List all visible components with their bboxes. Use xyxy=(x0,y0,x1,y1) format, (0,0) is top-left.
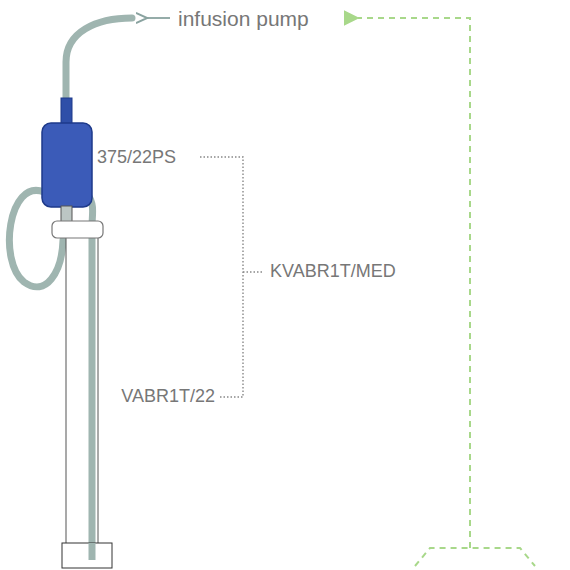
leader-line xyxy=(243,271,264,272)
bracket-leader xyxy=(200,157,243,397)
connector xyxy=(61,206,72,222)
tube xyxy=(89,543,96,560)
stand-foot xyxy=(415,548,535,566)
device-label: infusion pump xyxy=(178,6,309,31)
connector xyxy=(61,98,72,124)
dashed-arrow xyxy=(358,18,470,548)
clamp xyxy=(52,221,103,238)
part-number: VABR1T/22 xyxy=(121,386,215,408)
tube xyxy=(88,195,93,558)
part-number: 375/22PS xyxy=(97,147,176,169)
kit-number: KVABR1T/MED xyxy=(270,261,396,283)
tube xyxy=(66,18,132,102)
direction-arrow xyxy=(146,17,170,19)
transducer xyxy=(42,123,92,207)
sensor-tip xyxy=(62,543,112,568)
